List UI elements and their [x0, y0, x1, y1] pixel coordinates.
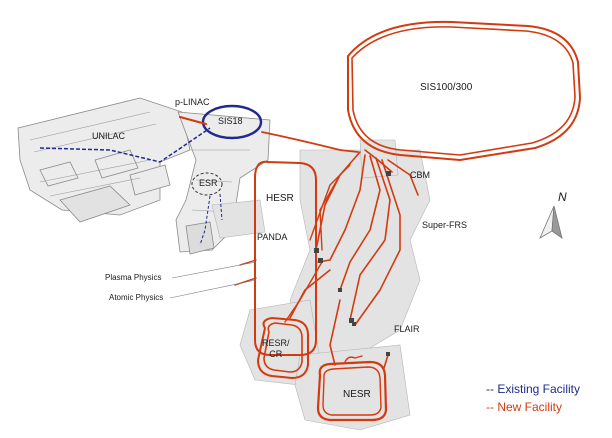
label-sis18: SIS18: [218, 116, 243, 126]
nesr-ring: [316, 360, 388, 422]
p-linac-line: [178, 115, 208, 126]
resr-ring: [257, 317, 309, 379]
hesr-ring: [254, 160, 317, 356]
new-facility: [178, 20, 581, 422]
label-super-frs: Super-FRS: [422, 220, 468, 230]
label-hesr: HESR: [266, 193, 294, 204]
label-cbm: CBM: [410, 170, 430, 180]
building-details: [29, 111, 250, 213]
sis18-transfer-line: [261, 131, 359, 153]
unilac-beamline: [39, 127, 211, 163]
label-esr: ESR: [199, 178, 218, 188]
sis100-ring-inner: [351, 26, 576, 156]
label-north: N: [558, 190, 567, 204]
label-resr-cr: RESR/ CR: [262, 338, 290, 360]
label-p-linac: p-LINAC: [175, 97, 210, 107]
legend-new-facility: -- New Facility: [486, 400, 563, 414]
label-nesr: NESR: [343, 389, 371, 400]
label-sis100-300: SIS100/300: [420, 82, 473, 93]
north-arrow-icon: [539, 205, 563, 239]
label-plasma-physics: Plasma Physics: [105, 273, 162, 282]
label-resr-line: RESR/: [262, 338, 290, 348]
label-atomic-physics: Atomic Physics: [109, 293, 164, 302]
end-stations: [314, 171, 391, 356]
existing-beamlines: [39, 104, 263, 246]
label-unilac: UNILAC: [92, 131, 126, 141]
sis18-ring: [201, 104, 263, 140]
legend-existing-facility: -- Existing Facility: [486, 382, 581, 396]
label-flair: FLAIR: [394, 324, 420, 334]
label-cr-line: CR: [269, 349, 283, 359]
existing-buildings: [17, 97, 271, 255]
sis100-ring-outer: [347, 20, 581, 161]
pointer-lines: [169, 261, 257, 299]
new-building-pads: [211, 139, 431, 431]
label-panda: PANDA: [257, 232, 288, 242]
esr-ring: [191, 172, 223, 196]
